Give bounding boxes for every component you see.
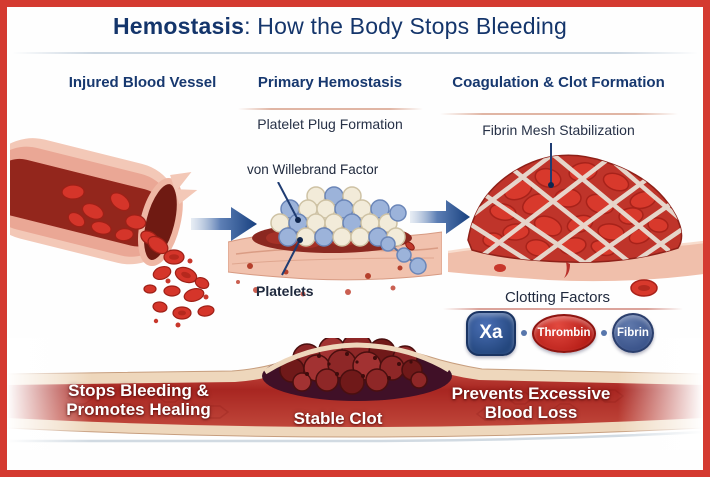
banner-right-line1: Prevents Excessive (451, 384, 611, 403)
label-platelets: Platelets (256, 283, 314, 299)
factor-xa-badge: Xa (466, 310, 516, 356)
injured-vessel-illustration (10, 138, 215, 328)
title-divider (12, 52, 698, 54)
factor-separator-dot (521, 330, 527, 336)
divider-coagulation (440, 113, 678, 115)
factor-fibrin-badge: Fibrin (612, 313, 654, 353)
banner-right-text: Prevents Excessive Blood Loss (431, 384, 631, 422)
flow-arrow-1-icon (191, 207, 257, 241)
factor-thrombin-badge: Thrombin (532, 313, 596, 353)
label-von-willebrand-factor: von Willebrand Factor (247, 162, 379, 177)
banner-left-text: Stops Bleeding & Promotes Healing (36, 381, 241, 419)
healed-vessel-banner-illustration (7, 338, 703, 450)
clotting-factors-row: Xa Thrombin Fibrin (466, 310, 654, 356)
clotting-factors-title: Clotting Factors (504, 289, 611, 306)
factor-separator-dot (601, 330, 607, 336)
banner-right-line2: Blood Loss (484, 403, 578, 422)
flow-arrow-2-icon (410, 200, 470, 234)
subheader-fibrin-mesh: Fibrin Mesh Stabilization (482, 122, 635, 138)
banner-stable-clot-label: Stable Clot (293, 409, 383, 428)
platelet-plug-illustration (228, 182, 442, 297)
title-rest: : How the Body Stops Bleeding (244, 13, 567, 39)
vwf-pointer-line (277, 182, 299, 221)
header-injured-vessel: Injured Blood Vessel (68, 74, 217, 91)
clotting-factors-divider (443, 308, 683, 310)
fibrin-mesh-illustration (448, 143, 704, 297)
page-title: Hemostasis: How the Body Stops Bleeding (0, 13, 680, 40)
divider-primary (238, 108, 423, 110)
banner-left-line2: Promotes Healing (66, 400, 211, 419)
header-primary-hemostasis: Primary Hemostasis (257, 74, 403, 91)
title-emphasis: Hemostasis (112, 13, 245, 39)
banner-left-line1: Stops Bleeding & (68, 381, 209, 400)
subheader-platelet-plug: Platelet Plug Formation (257, 116, 403, 132)
platelets-pointer-line (281, 239, 301, 276)
header-coagulation: Coagulation & Clot Formation (452, 74, 665, 91)
